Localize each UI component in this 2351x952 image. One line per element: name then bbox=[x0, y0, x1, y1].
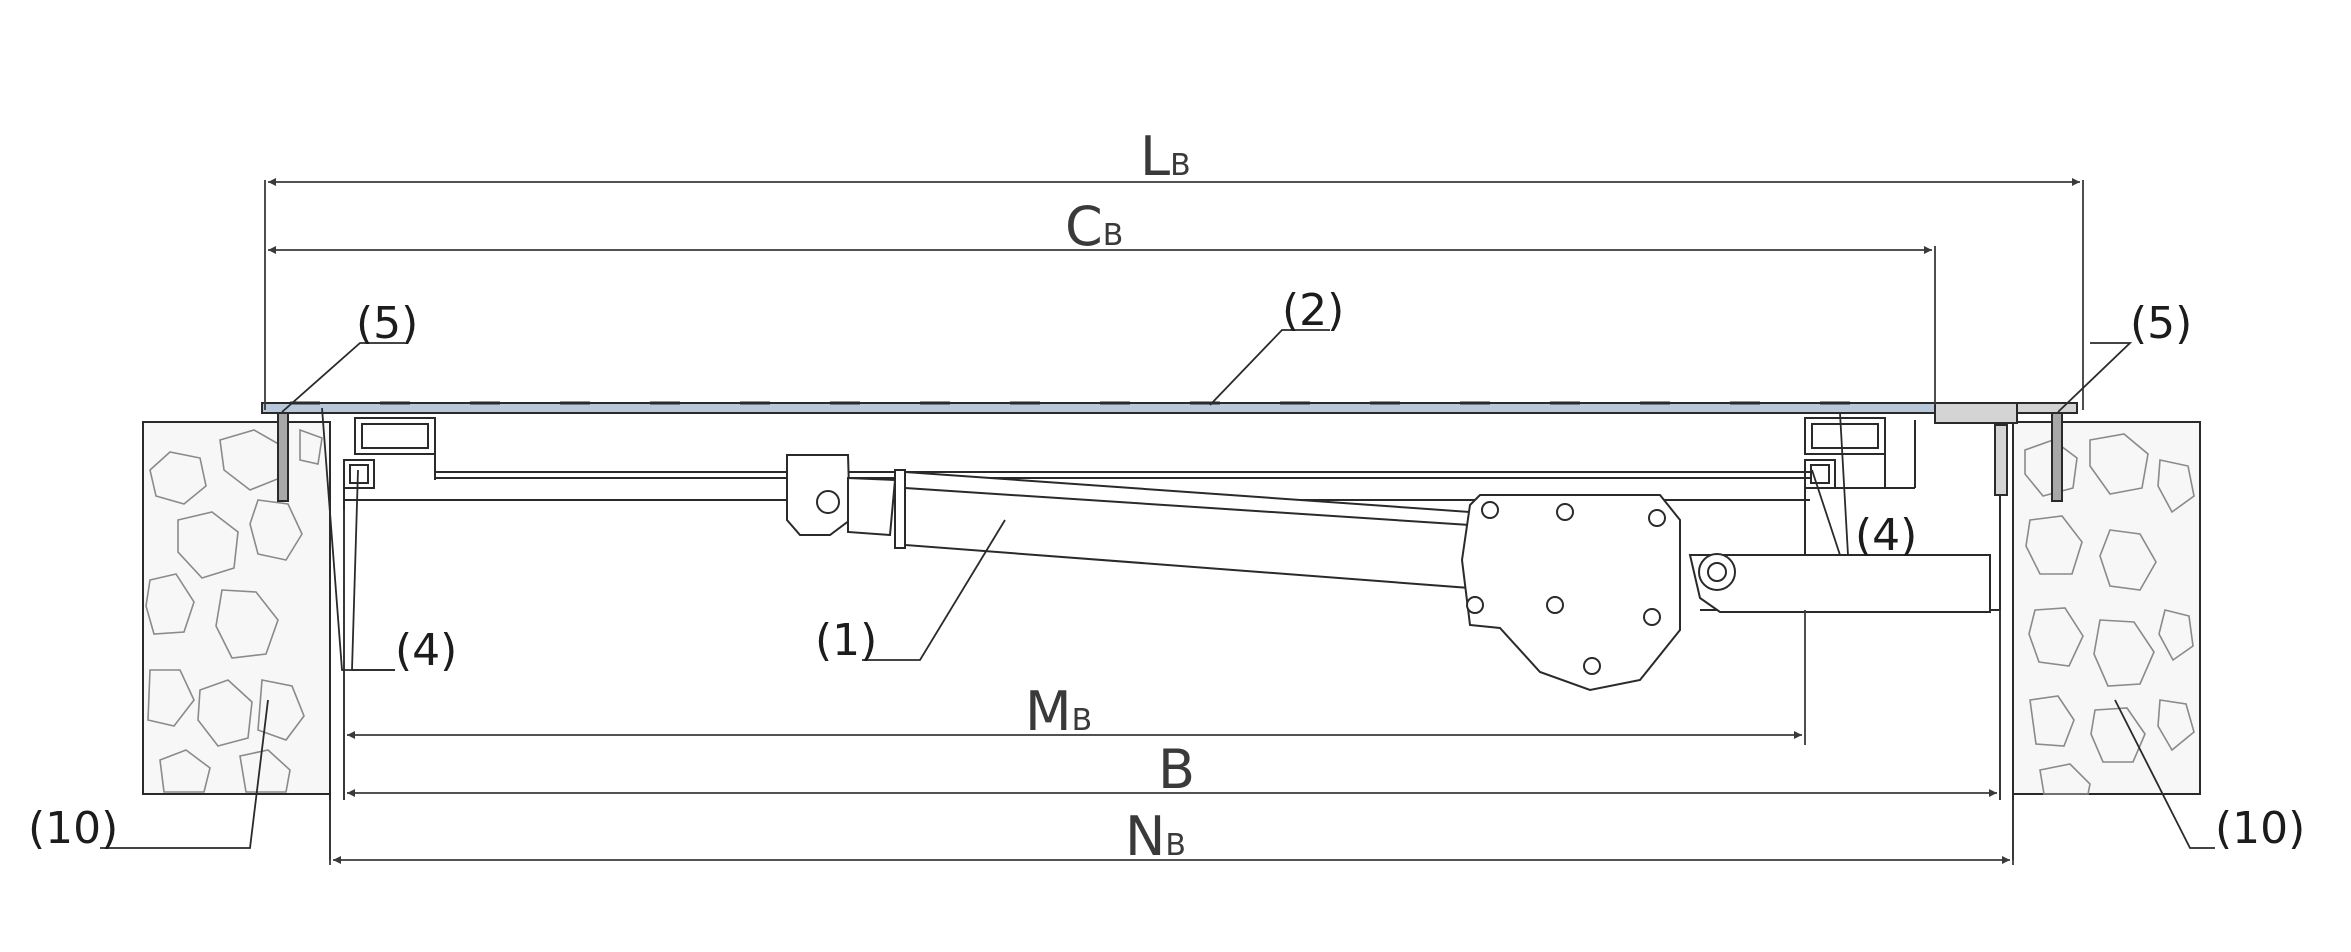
callout-4-left: (4) bbox=[395, 625, 457, 676]
callout-10-left: (10) bbox=[28, 803, 118, 854]
callout-5-left: (5) bbox=[356, 298, 418, 349]
hydraulic-cylinder bbox=[786, 454, 1991, 692]
cover-plate bbox=[261, 401, 2078, 424]
dimension-MB-label: MB bbox=[1025, 680, 1092, 743]
dimension-NB-label: NB bbox=[1125, 805, 1186, 868]
callout-4-right: (4) bbox=[1855, 510, 1917, 561]
right-wall bbox=[2012, 421, 2201, 795]
callout-1: (1) bbox=[815, 615, 877, 666]
dimension-CB-label: CB bbox=[1065, 195, 1123, 258]
dimension-LB-label: LB bbox=[1140, 125, 1191, 188]
anchors bbox=[277, 412, 2063, 502]
dimension-lines bbox=[264, 180, 2084, 865]
left-wall bbox=[142, 421, 331, 795]
callout-5-right: (5) bbox=[2130, 298, 2192, 349]
leader-lines bbox=[100, 329, 2215, 849]
callout-2: (2) bbox=[1282, 285, 1344, 336]
dimension-B-label: B bbox=[1158, 738, 1195, 801]
callout-10-right: (10) bbox=[2215, 803, 2305, 854]
